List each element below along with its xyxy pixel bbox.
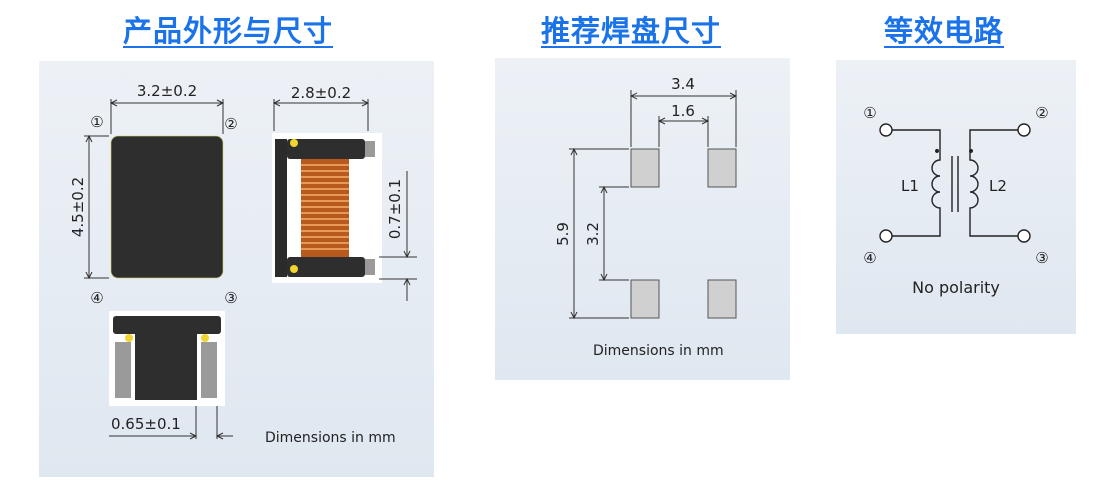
terminal-4 xyxy=(879,229,893,243)
pad-bottom-right xyxy=(707,279,737,319)
terminal-1 xyxy=(879,123,893,137)
pin2-label: ② xyxy=(1035,104,1048,122)
width-dimension: 3.2±0.2 xyxy=(137,82,197,100)
side-width-dimension: 2.8±0.2 xyxy=(291,84,351,102)
coil-l1-label: L1 xyxy=(901,177,919,195)
end-view xyxy=(109,311,225,406)
side-view xyxy=(272,133,382,283)
pad-top-left xyxy=(630,148,660,188)
coil-l1 xyxy=(892,129,941,237)
land-pattern-title: 推荐焊盘尺寸 xyxy=(541,14,722,48)
land-units-note: Dimensions in mm xyxy=(593,343,724,359)
pad-top-right xyxy=(707,148,737,188)
pin1-label: ① xyxy=(90,113,103,131)
equivalent-circuit-title: 等效电路 xyxy=(884,14,1005,48)
outer-height-dimension: 5.9 xyxy=(554,222,572,246)
outline-panel: 3.2±0.2 4.5±0.2 ① ② ③ ④ 2 xyxy=(39,61,434,477)
outer-width-dimension: 3.4 xyxy=(671,75,695,93)
pin4-label: ④ xyxy=(90,289,103,307)
pin3-label: ③ xyxy=(1035,249,1048,267)
outline-drawing: 3.2±0.2 4.5±0.2 ① ② ③ ④ 2 xyxy=(69,82,417,446)
height-dimension: 0.7±0.1 xyxy=(386,179,404,239)
coil-l2 xyxy=(969,129,1018,237)
pin4-label: ④ xyxy=(863,249,876,267)
land-pattern-panel: 3.4 1.6 5.9 3.2 Dimensions in mm xyxy=(495,58,790,380)
top-view-body xyxy=(111,136,223,278)
coil-l2-label: L2 xyxy=(989,177,1007,195)
pad-bottom-left xyxy=(630,279,660,319)
outline-title: 产品外形与尺寸 xyxy=(123,14,334,48)
pin3-label: ③ xyxy=(224,289,237,307)
terminal-dimension: 0.65±0.1 xyxy=(111,415,181,433)
outline-units-note: Dimensions in mm xyxy=(265,430,396,446)
length-dimension: 4.5±0.2 xyxy=(69,177,87,237)
terminal-3 xyxy=(1017,229,1031,243)
terminal-2 xyxy=(1017,123,1031,137)
pin2-label: ② xyxy=(224,115,237,133)
inner-width-dimension: 1.6 xyxy=(671,102,695,120)
no-polarity-note: No polarity xyxy=(912,278,1000,297)
pin1-label: ① xyxy=(863,104,876,122)
land-pattern-drawing: 3.4 1.6 5.9 3.2 Dimensions in mm xyxy=(554,75,738,359)
equivalent-circuit-panel: • • L1 L2 ① ② ③ ④ No polarity xyxy=(836,60,1076,334)
circuit-drawing: • • L1 L2 ① ② ③ ④ No polarity xyxy=(863,104,1048,297)
inner-height-dimension: 3.2 xyxy=(584,222,602,246)
polarity-dot-1: • xyxy=(933,144,941,160)
polarity-dot-2: • xyxy=(967,144,975,160)
